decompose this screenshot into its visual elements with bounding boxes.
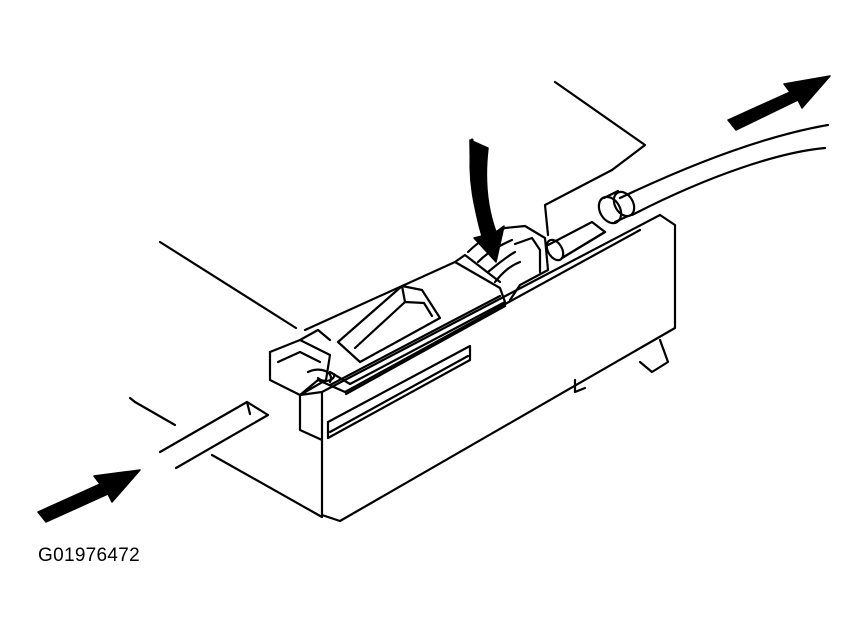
arrow-out-icon (727, 75, 831, 131)
incoming-cable (128, 396, 270, 470)
arrow-in-icon (37, 469, 141, 523)
connector-housing (210, 213, 677, 523)
figure-id-label: G01976472 (38, 545, 141, 566)
outgoing-cable (618, 123, 830, 217)
back-panel (158, 80, 647, 330)
terminal-latch (268, 189, 636, 397)
curved-arrow-down-icon (469, 138, 505, 263)
